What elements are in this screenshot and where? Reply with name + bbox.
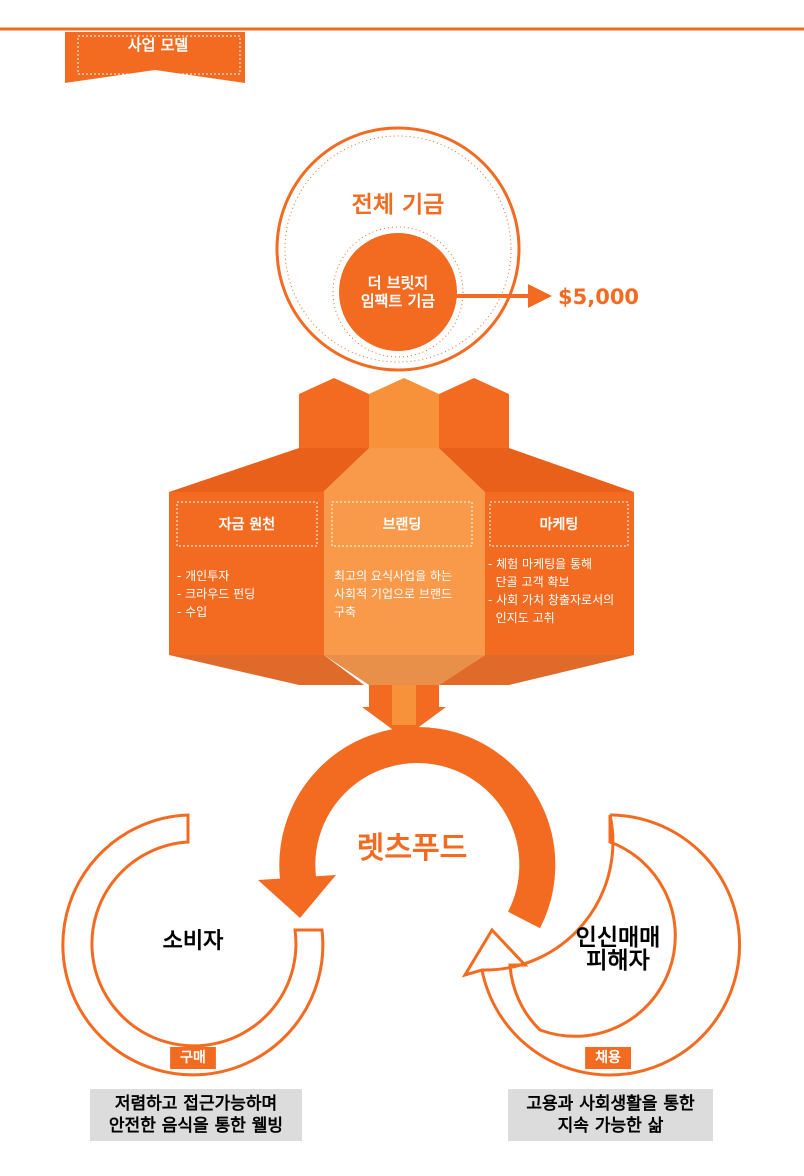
victim-label-line2: 피해자 bbox=[586, 948, 649, 974]
col-funding-line: - 크라우드 펀딩 bbox=[177, 587, 255, 601]
amount-arrow-head bbox=[528, 284, 552, 308]
caption-line: 안전한 음식을 통한 웰빙 bbox=[108, 1116, 284, 1136]
lets-food-label: 렛츠푸드 bbox=[357, 831, 467, 866]
col-branding-line: 사회적 기업으로 브랜드 bbox=[334, 587, 452, 601]
col-marketing-title: 마케팅 bbox=[540, 516, 579, 533]
col-funding-line: - 개인투자 bbox=[177, 569, 229, 583]
total-fund-label: 전체 기금 bbox=[352, 192, 445, 218]
col-marketing-line: 인지도 고취 bbox=[488, 611, 555, 625]
fund-circles: 전체 기금 더 브릿지 임팩트 기금 $5,000 bbox=[275, 126, 639, 372]
caption-line: 지속 가능한 삶 bbox=[557, 1116, 664, 1136]
purchase-label: 구매 bbox=[180, 1050, 206, 1066]
impact-fund-line2: 임팩트 기금 bbox=[361, 292, 435, 310]
hiring-label: 채용 bbox=[595, 1050, 621, 1066]
caption-line: 저렴하고 접근가능하며 bbox=[114, 1094, 278, 1114]
consumer-benefit-caption: 저렴하고 접근가능하며 안전한 음식을 통한 웰빙 bbox=[90, 1089, 302, 1141]
header-ribbon: 사업 모델 bbox=[65, 32, 245, 83]
impact-fund-circle bbox=[339, 233, 457, 351]
col-branding-line: 구축 bbox=[334, 605, 356, 619]
col-marketing-line: 단골 고객 확보 bbox=[488, 575, 570, 589]
impact-fund-line1: 더 브릿지 bbox=[368, 274, 428, 292]
central-cycle-arrow bbox=[258, 727, 556, 929]
col-funding-line: - 수입 bbox=[177, 605, 207, 619]
purchase-label-bg bbox=[170, 1047, 216, 1069]
col-marketing-line: - 사회 가치 창출자로서의 bbox=[488, 593, 614, 607]
fund-amount: $5,000 bbox=[558, 285, 639, 309]
col-branding-title: 브랜딩 bbox=[383, 516, 422, 533]
hiring-label-bg bbox=[585, 1047, 631, 1069]
col-funding-title: 자금 원천 bbox=[219, 517, 275, 533]
col-branding-line: 최고의 요식사업을 하는 bbox=[334, 569, 452, 583]
caption-line: 고용과 사회생활을 통한 bbox=[526, 1094, 695, 1114]
section-title: 사업 모델 bbox=[128, 36, 189, 54]
victim-benefit-caption: 고용과 사회생활을 통한 지속 가능한 삶 bbox=[508, 1089, 713, 1141]
left-cycle-loop bbox=[61, 813, 325, 1077]
strategy-box: 자금 원천 브랜딩 마케팅 - 개인투자 - 크라우드 펀딩 - 수입 최고의 … bbox=[169, 448, 634, 738]
right-cycle-loop bbox=[461, 813, 741, 1077]
victim-label-line1: 인신매매 bbox=[576, 925, 661, 951]
col-marketing-line: - 체험 마케팅을 통해 bbox=[488, 557, 592, 571]
consumer-label: 소비자 bbox=[163, 929, 224, 954]
